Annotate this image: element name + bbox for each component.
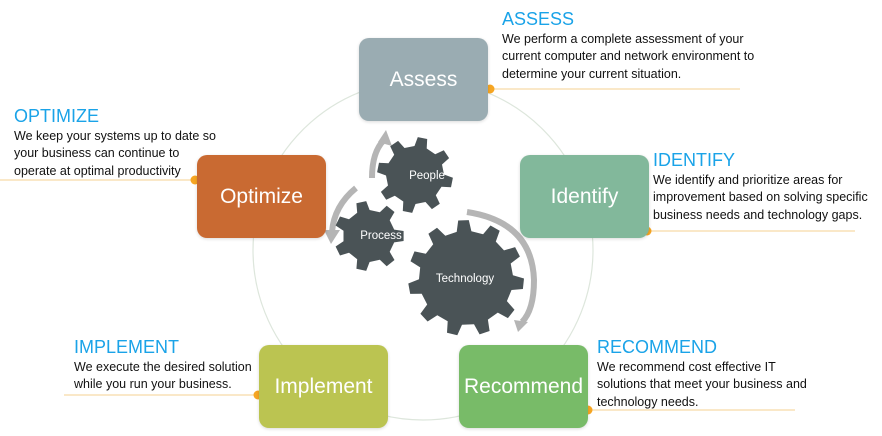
recommend-title: RECOMMEND [597,337,717,357]
text-line: while you run your business. [74,377,232,392]
cycle-arrow-process [329,185,358,233]
text-line: technology needs. [597,394,699,409]
recommend-description: RECOMMEND We recommend cost effective IT… [597,337,807,411]
stage-assess[interactable]: Assess [359,38,488,121]
text-line: determine your current situation. [502,66,682,81]
text-line: current computer and network environment… [502,49,755,64]
gear-label-technology: Technology [435,273,495,285]
text-line: solutions that meet your business and [597,377,807,392]
assess-title: ASSESS [502,9,575,29]
stage-label: Identify [550,184,619,208]
text-line: operate at optimal productivity [14,163,181,178]
gear-label-people: People [409,170,445,182]
arrowhead-icon [514,320,528,332]
gear-people-icon [377,137,453,213]
implement-title: IMPLEMENT [74,337,180,357]
gear-process-icon [335,201,404,271]
text-line: We keep your systems up to date so [14,129,216,143]
stage-optimize[interactable]: Optimize [197,155,326,238]
arrowhead-icon [378,130,392,146]
gear-label-process: Process [360,230,402,242]
cycle-arrow-technology [466,209,538,325]
stage-label: Recommend [463,374,584,398]
stage-label: Assess [389,67,458,91]
identify-title: IDENTIFY [653,150,736,170]
text-line: We identify and prioritize areas for [653,173,843,187]
assess-description: ASSESS We perform a complete assessment … [502,9,754,83]
text-line: We recommend cost effective IT [597,360,776,374]
stage-identify[interactable]: Identify [520,155,649,238]
stage-label: Optimize [220,184,303,208]
implement-description: IMPLEMENT We execute the desired solutio… [74,337,252,394]
text-line: We perform a complete assessment of your [502,32,744,46]
stage-implement[interactable]: Implement [259,345,388,428]
identify-description: IDENTIFY We identify and prioritize area… [653,150,868,224]
text-line: business needs and technology gaps. [653,207,863,222]
stage-recommend[interactable]: Recommend [459,345,588,428]
gear-technology-icon [408,220,524,336]
stage-label: Implement [274,374,373,398]
optimize-description: OPTIMIZE We keep your systems up to date… [14,106,216,180]
text-line: improvement based on solving specific [653,190,868,205]
optimize-title: OPTIMIZE [14,106,99,126]
arrowhead-icon [324,230,340,244]
text-line: We execute the desired solution [74,360,252,374]
text-line: your business can continue to [14,146,180,161]
